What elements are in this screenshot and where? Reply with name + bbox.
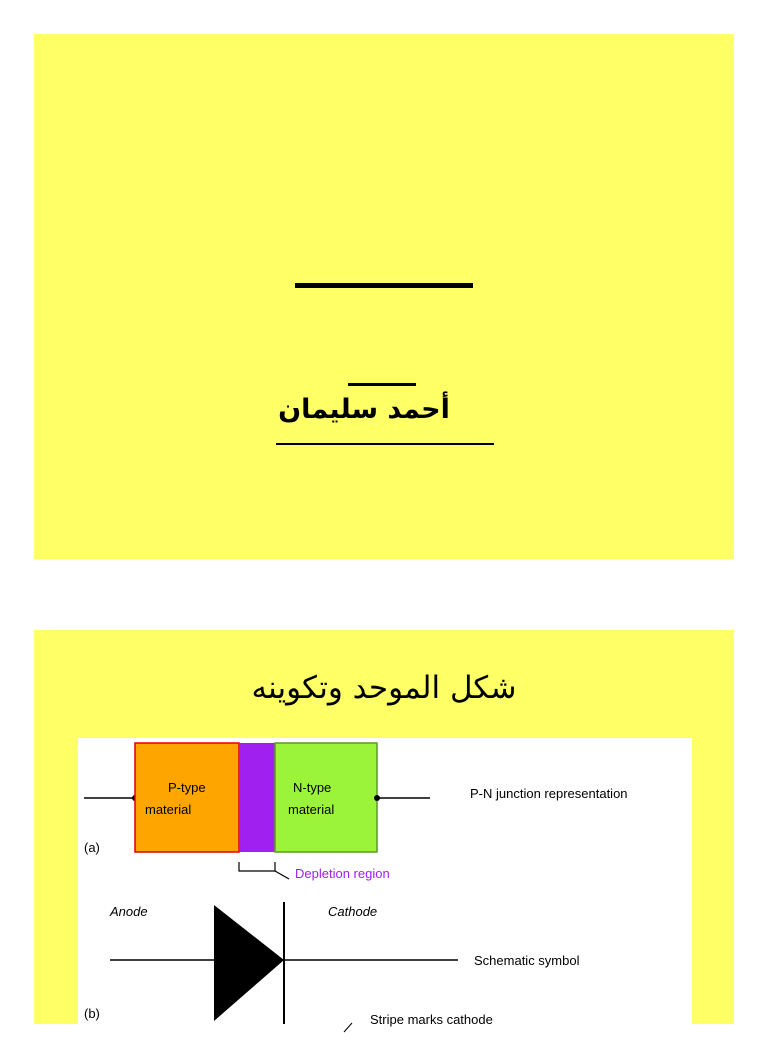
subtitle-placeholder-bar bbox=[348, 383, 416, 386]
depletion-zone bbox=[239, 743, 275, 852]
stripe-pointer bbox=[343, 1022, 353, 1033]
anode-label: Anode bbox=[109, 904, 148, 919]
depletion-label: Depletion region bbox=[295, 866, 390, 881]
depletion-bracket bbox=[238, 862, 276, 872]
slide-title: شكل الموحد وتكوينه bbox=[251, 670, 517, 706]
author-underline bbox=[276, 443, 494, 445]
p-label-line1: P-type bbox=[168, 780, 206, 795]
p-region bbox=[134, 742, 240, 853]
part-a-label: (a) bbox=[84, 840, 100, 855]
depletion-pointer bbox=[274, 870, 290, 880]
n-label-line1: N-type bbox=[293, 780, 331, 795]
n-region bbox=[274, 742, 378, 853]
schematic-caption: Schematic symbol bbox=[474, 953, 580, 968]
diode-triangle bbox=[214, 905, 284, 1021]
n-label-line2: material bbox=[288, 802, 334, 817]
diode-diagram: P-type material N-type material P-N junc… bbox=[78, 738, 692, 1038]
title-slide: أحمد سليمان bbox=[34, 34, 734, 559]
diode-structure-slide: شكل الموحد وتكوينه P-type material N-typ… bbox=[34, 630, 734, 1038]
author-name: أحمد سليمان bbox=[278, 394, 450, 425]
diode-diagram-svg: P-type material N-type material P-N junc… bbox=[84, 742, 628, 1033]
title-placeholder-bar bbox=[295, 283, 473, 288]
cathode-label: Cathode bbox=[328, 904, 377, 919]
part-b-label: (b) bbox=[84, 1006, 100, 1021]
p-label-line2: material bbox=[145, 802, 191, 817]
junction-caption: P-N junction representation bbox=[470, 786, 628, 801]
stripe-label: Stripe marks cathode bbox=[370, 1012, 493, 1027]
